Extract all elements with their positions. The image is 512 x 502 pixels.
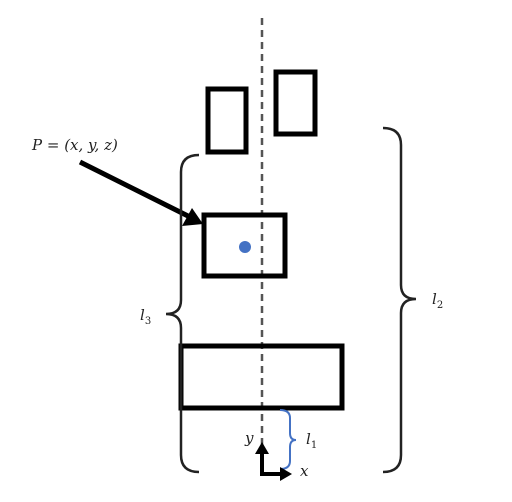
point-p-marker	[239, 241, 251, 253]
point-p-label: P = (x, y, z)	[31, 136, 118, 154]
l3-brace	[165, 153, 200, 474]
y-axis-label: y	[244, 429, 254, 447]
x-axis-label: x	[300, 462, 309, 480]
l1-bracket	[279, 409, 297, 470]
pointer-arrow-head	[182, 208, 203, 226]
upper-right-rectangle	[273, 69, 318, 137]
y-axis-arrow-head	[255, 442, 269, 454]
upper-left-rectangle	[205, 86, 249, 155]
l1-label: l1	[306, 430, 317, 451]
pointer-arrow-shaft	[78, 159, 190, 219]
x-axis-arrow-head	[280, 467, 292, 481]
l2-brace	[382, 126, 417, 474]
l3-label: l3	[140, 306, 151, 327]
l2-label: l2	[432, 290, 443, 311]
middle-rectangle	[201, 212, 288, 279]
